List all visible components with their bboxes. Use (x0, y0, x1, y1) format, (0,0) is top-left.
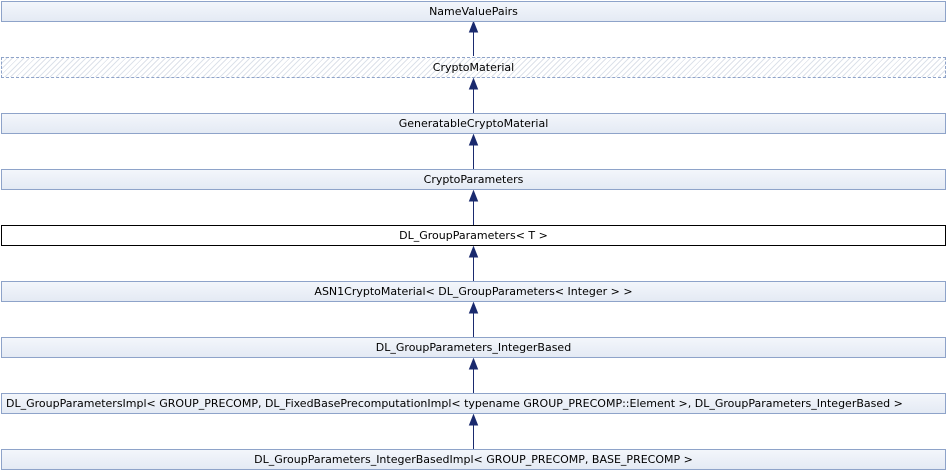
edge-generatable-crypto-material-to-crypto-material (468, 77, 479, 113)
class-label: NameValuePairs (429, 5, 518, 18)
class-node-crypto-material[interactable]: CryptoMaterial (1, 57, 946, 78)
class-label: GeneratableCryptoMaterial (398, 117, 549, 130)
class-node-dl-group-parameters: DL_GroupParameters< T > (1, 225, 946, 246)
class-node-crypto-parameters[interactable]: CryptoParameters (1, 169, 946, 190)
class-node-dl-group-parameters-integer-based[interactable]: DL_GroupParameters_IntegerBased (1, 337, 946, 358)
edge-crypto-parameters-to-generatable-crypto-material (468, 133, 479, 169)
class-label: ASN1CryptoMaterial< DL_GroupParameters< … (314, 285, 633, 298)
edge-asn1-crypto-material-to-dl-group-parameters (468, 245, 479, 281)
edge-dl-group-parameters-to-crypto-parameters (468, 189, 479, 225)
edge-crypto-material-to-name-value-pairs (468, 20, 479, 56)
edge-impl-to-integer-based (468, 357, 479, 393)
class-label: CryptoParameters (423, 173, 524, 186)
class-node-generatable-crypto-material[interactable]: GeneratableCryptoMaterial (1, 113, 946, 134)
class-node-dl-group-parameters-impl[interactable]: DL_GroupParametersImpl< GROUP_PRECOMP, D… (1, 393, 946, 414)
class-label: DL_GroupParameters< T > (399, 229, 548, 242)
class-node-name-value-pairs[interactable]: NameValuePairs (1, 1, 946, 22)
edge-integer-based-to-asn1-crypto-material (468, 301, 479, 337)
edge-integer-based-impl-to-impl (468, 413, 479, 449)
class-label: DL_GroupParameters_IntegerBased (375, 341, 572, 354)
class-label: DL_GroupParameters_IntegerBasedImpl< GRO… (254, 453, 693, 466)
class-label: CryptoMaterial (432, 61, 515, 74)
class-node-dl-group-parameters-integer-based-impl[interactable]: DL_GroupParameters_IntegerBasedImpl< GRO… (1, 449, 946, 470)
class-label: DL_GroupParametersImpl< GROUP_PRECOMP, D… (6, 397, 903, 410)
class-node-asn1-crypto-material[interactable]: ASN1CryptoMaterial< DL_GroupParameters< … (1, 281, 946, 302)
